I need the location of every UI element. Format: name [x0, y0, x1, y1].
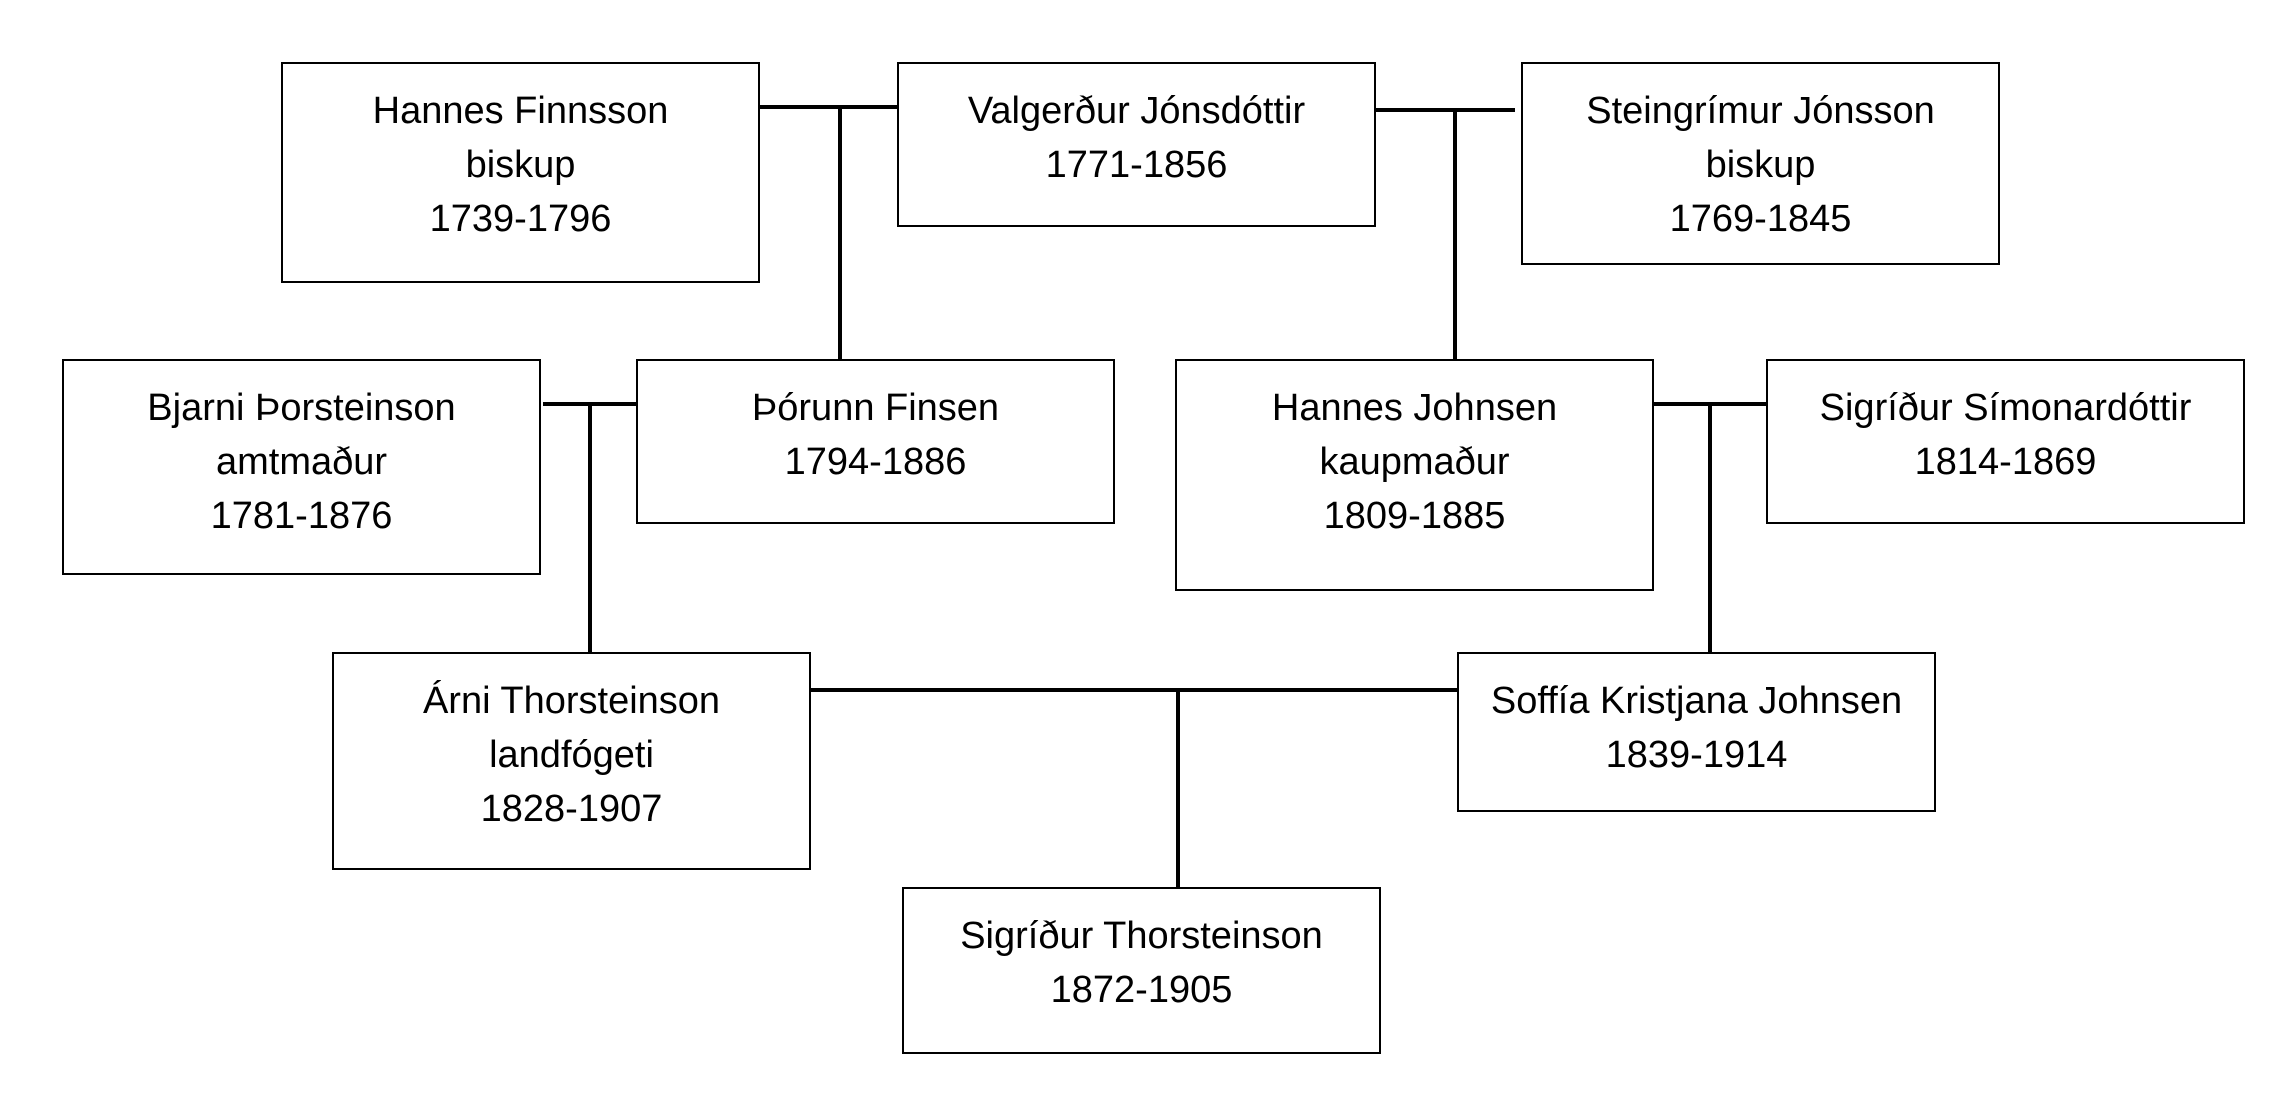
person-box-hannes-finnsson: Hannes Finnsson biskup 1739-1796 — [281, 62, 760, 283]
person-years: 1809-1885 — [1323, 495, 1506, 537]
person-box-bjarni-thorsteinson: Bjarni Þorsteinson amtmaður 1781-1876 — [62, 359, 541, 575]
person-years: 1771-1856 — [1045, 144, 1228, 186]
person-name: Hannes Johnsen — [1271, 387, 1558, 429]
person-years: 1794-1886 — [784, 441, 967, 483]
person-name: Þórunn Finsen — [751, 387, 1000, 429]
person-years: 1739-1796 — [429, 198, 612, 240]
person-name: Steingrímur Jónsson — [1586, 90, 1935, 132]
person-years: 1781-1876 — [210, 495, 393, 537]
person-name: Soffía Kristjana Johnsen — [1490, 680, 1903, 722]
person-title: kaupmaður — [1319, 441, 1510, 483]
person-box-sigridur-simonardottir: Sigríður Símonardóttir 1814-1869 — [1766, 359, 2245, 524]
person-years: 1828-1907 — [480, 788, 663, 830]
person-box-hannes-johnsen: Hannes Johnsen kaupmaður 1809-1885 — [1175, 359, 1654, 591]
person-title: landfógeti — [489, 734, 654, 776]
person-title: biskup — [1705, 144, 1816, 186]
person-years: 1814-1869 — [1914, 441, 2097, 483]
person-name: Bjarni Þorsteinson — [147, 387, 456, 429]
person-name: Árni Thorsteinson — [422, 680, 721, 722]
person-years: 1872-1905 — [1050, 969, 1233, 1011]
person-box-arni-thorsteinson: Árni Thorsteinson landfógeti 1828-1907 — [332, 652, 811, 870]
person-name: Valgerður Jónsdóttir — [967, 90, 1306, 132]
person-title: biskup — [465, 144, 576, 186]
person-years: 1839-1914 — [1605, 734, 1788, 776]
person-box-thorunn-finsen: Þórunn Finsen 1794-1886 — [636, 359, 1115, 524]
person-name: Hannes Finnsson — [372, 90, 669, 132]
person-box-valgerdur-jonsdottir: Valgerður Jónsdóttir 1771-1856 — [897, 62, 1376, 227]
person-name: Sigríður Thorsteinson — [960, 915, 1323, 957]
person-name: Sigríður Símonardóttir — [1819, 387, 2192, 429]
person-title: amtmaður — [215, 441, 388, 483]
person-box-sigridur-thorsteinson: Sigríður Thorsteinson 1872-1905 — [902, 887, 1381, 1054]
person-box-soffia-kristjana-johnsen: Soffía Kristjana Johnsen 1839-1914 — [1457, 652, 1936, 812]
person-years: 1769-1845 — [1669, 198, 1852, 240]
person-box-steingrimur-jonsson: Steingrímur Jónsson biskup 1769-1845 — [1521, 62, 2000, 265]
